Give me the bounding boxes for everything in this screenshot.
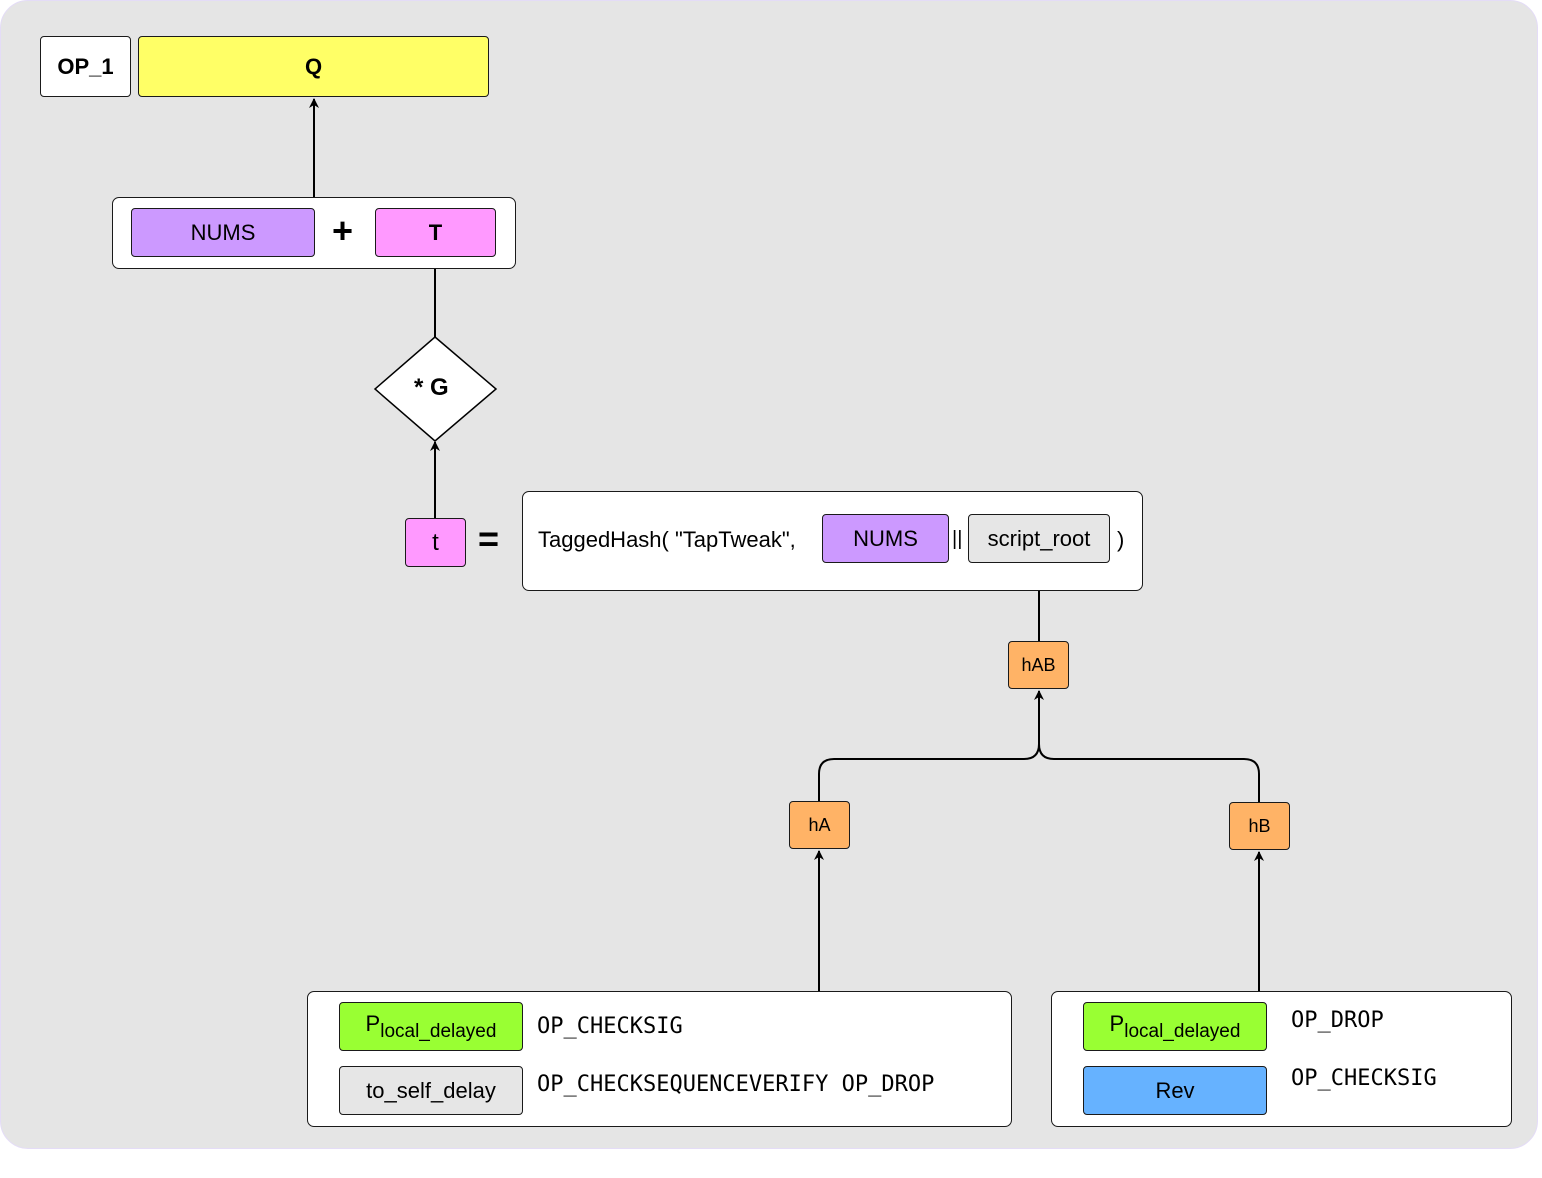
nums-label: NUMS bbox=[190, 219, 256, 245]
script-b-key-box: Plocal_delayed bbox=[1083, 1002, 1267, 1051]
script-a-op-csv-drop: OP_CHECKSEQUENCEVERIFY OP_DROP bbox=[537, 1072, 935, 1097]
tweak-point-box: T bbox=[375, 208, 496, 257]
hab-hash-box: hAB bbox=[1008, 641, 1069, 689]
script-a-op-checksig: OP_CHECKSIG bbox=[537, 1014, 683, 1039]
t-point-label: T bbox=[428, 219, 443, 245]
q-output-key-box: Q bbox=[138, 36, 489, 97]
script-b-key-label: Plocal_delayed bbox=[1109, 1010, 1241, 1042]
ha-label: hA bbox=[808, 814, 831, 835]
tagged-hash-suffix: ) bbox=[1117, 527, 1125, 552]
hab-label: hAB bbox=[1021, 654, 1056, 675]
script-a-delay-label: to_self_delay bbox=[366, 1077, 496, 1103]
script-b-rev-label: Rev bbox=[1155, 1077, 1195, 1103]
nums-point-box: NUMS bbox=[131, 208, 315, 257]
plus-sign: + bbox=[332, 210, 354, 251]
q-label: Q bbox=[304, 53, 323, 79]
tagged-hash-prefix: TaggedHash( "TapTweak", bbox=[538, 527, 796, 552]
equals-sign: = bbox=[478, 518, 500, 559]
ha-hash-box: hA bbox=[789, 801, 850, 849]
script-root-box: script_root bbox=[968, 514, 1110, 563]
script-b-rev-box: Rev bbox=[1083, 1066, 1267, 1115]
multiply-g-label: * G bbox=[414, 374, 449, 401]
script-b-op-drop: OP_DROP bbox=[1291, 1008, 1384, 1033]
script-root-label: script_root bbox=[987, 525, 1091, 551]
t-scalar-box: t bbox=[405, 518, 466, 567]
script-a-delay-box: to_self_delay bbox=[339, 1066, 523, 1115]
hb-hash-box: hB bbox=[1229, 802, 1290, 850]
multiply-g-diamond bbox=[373, 336, 498, 442]
op-1-box: OP_1 bbox=[40, 36, 131, 97]
concat-operator: || bbox=[952, 528, 963, 550]
hb-label: hB bbox=[1248, 815, 1271, 836]
op-1-label: OP_1 bbox=[57, 53, 114, 79]
script-b-op-checksig: OP_CHECKSIG bbox=[1291, 1066, 1437, 1091]
t-scalar-label: t bbox=[432, 528, 439, 556]
tagged-hash-nums-label: NUMS bbox=[853, 525, 918, 551]
script-a-key-label: Plocal_delayed bbox=[365, 1010, 497, 1042]
tagged-hash-nums-box: NUMS bbox=[822, 514, 949, 563]
arrow-ha-to-hab bbox=[818, 690, 1044, 801]
script-a-key-box: Plocal_delayed bbox=[339, 1002, 523, 1051]
arrow-hb-to-hab bbox=[1038, 743, 1260, 802]
